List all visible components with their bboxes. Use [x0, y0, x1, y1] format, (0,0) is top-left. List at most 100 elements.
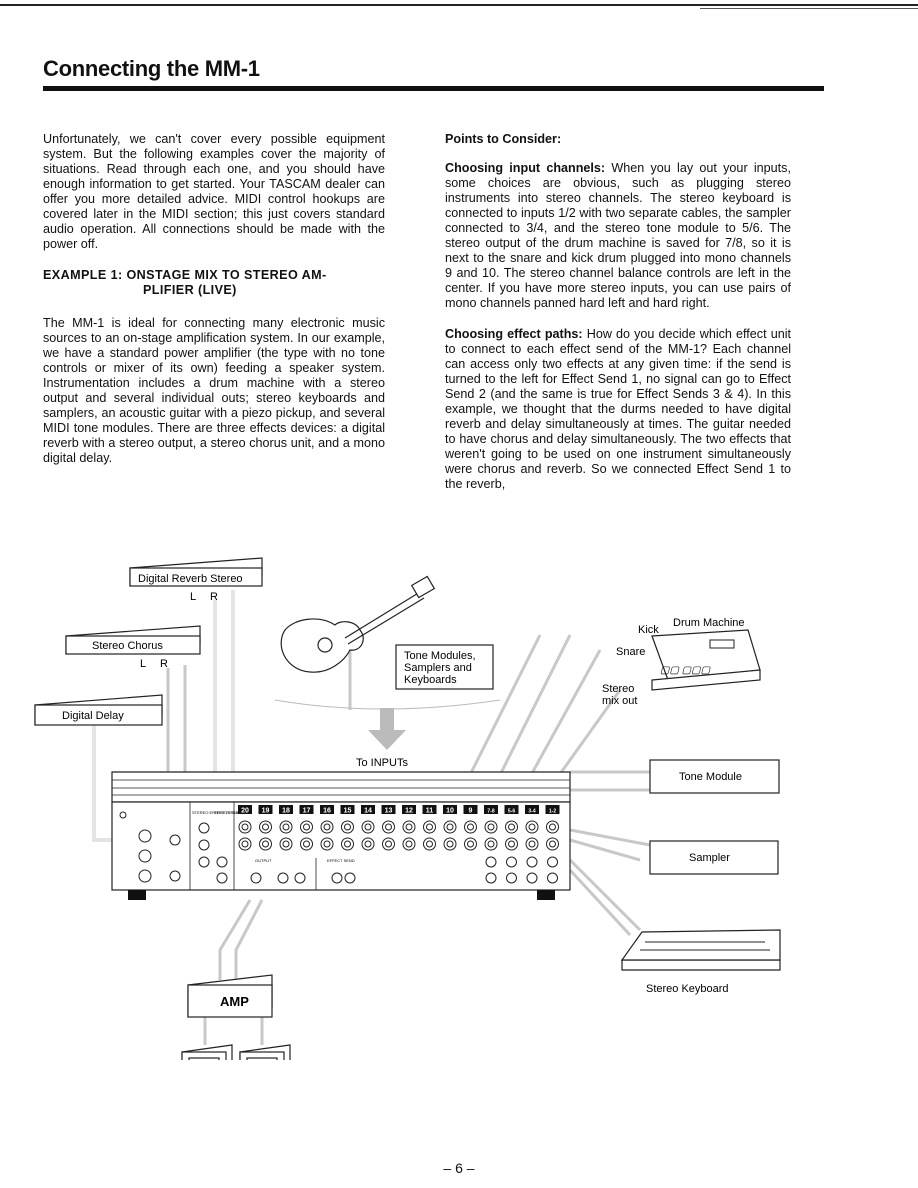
top-rule [0, 4, 918, 6]
amp-label: AMP [220, 994, 249, 1009]
channel-input-jack[interactable] [443, 820, 457, 834]
channel-input-jack[interactable] [525, 820, 539, 834]
stereo-channel-jack[interactable] [526, 872, 538, 884]
channel-number-badge [258, 805, 273, 814]
channel-input-jack[interactable] [505, 820, 518, 834]
channel-input-jack-inner [385, 840, 392, 848]
channel-number-label: 20 [241, 808, 249, 815]
chorus-left-label: L [140, 658, 146, 670]
channel-number-label: 10 [446, 808, 454, 815]
channel-input-jack-inner [385, 823, 392, 831]
kick-label: Kick [638, 624, 659, 636]
top-rule-secondary [700, 8, 918, 9]
stereo-channel-jack[interactable] [547, 872, 558, 884]
channel-input-jack[interactable] [382, 820, 395, 834]
channel-input-jack[interactable] [238, 837, 252, 851]
channel-input-jack[interactable] [320, 820, 334, 834]
channel-input-jack-inner [344, 840, 351, 848]
input-channels-lead: Choosing input channels: [445, 161, 606, 175]
tone-modules-line-3: Keyboards [404, 674, 457, 686]
reverb-left-label: L [190, 591, 196, 603]
page-title: Connecting the MM-1 [43, 56, 260, 81]
channel-input-jack[interactable] [505, 837, 518, 851]
chorus-right-label: R [160, 658, 168, 670]
stereo-channel-jack[interactable] [485, 872, 497, 884]
sampler-box: Sampler [649, 840, 779, 875]
digital-delay-label: Digital Delay [62, 710, 124, 722]
channel-input-jack[interactable] [484, 820, 498, 834]
stereo-effect-returns-label: STEREO EFFECT RETURNS [192, 810, 246, 815]
channel-number-badge [279, 805, 293, 814]
channel-input-jack[interactable] [546, 837, 559, 851]
stereo-channel-jack[interactable] [506, 872, 517, 884]
channel-input-jack[interactable] [361, 837, 375, 851]
channel-number-label: 11 [426, 808, 434, 815]
channel-input-jack-inner [487, 840, 495, 848]
mm1-mixer-panel: STEREO EFFECT RETURNS EFFECT SENDS OUTPU… [111, 771, 571, 900]
channel-input-jack-inner [405, 840, 413, 848]
channel-input-jack-inner [467, 840, 474, 848]
channel-input-jack[interactable] [423, 820, 436, 834]
channel-input-jack[interactable] [464, 837, 477, 851]
channel-input-jack-inner [528, 823, 536, 831]
channel-number-badge [299, 805, 314, 814]
channel-number-badge [443, 805, 457, 814]
channel-input-jack[interactable] [279, 820, 293, 834]
channel-input-jack[interactable] [423, 837, 436, 851]
channel-input-jack[interactable] [300, 820, 313, 834]
acoustic-guitar-icon [280, 575, 436, 673]
stereo-channel-jack[interactable] [547, 856, 558, 868]
effect-sends-label: EFFECT SENDS [214, 810, 245, 815]
input-channels-paragraph: Choosing input channels: When you lay ou… [445, 161, 791, 311]
drum-machine-unit: ▢▢ ▢▢▢ Drum Machine Kick Snare Stereo mi… [602, 617, 761, 707]
channel-input-jack[interactable] [341, 837, 354, 851]
channel-input-jack-inner [528, 840, 536, 848]
channel-input-jack[interactable] [259, 837, 272, 851]
channel-input-jack-inner [262, 823, 269, 831]
stereo-keyboard-label: Stereo Keyboard [646, 983, 729, 995]
channel-input-jack-inner [508, 840, 515, 848]
channel-input-jack[interactable] [402, 820, 416, 834]
channel-input-jack[interactable] [464, 820, 477, 834]
left-panel-jacks [119, 811, 356, 884]
example-body: The MM-1 is ideal for connecting many el… [43, 316, 385, 465]
effect-send-label: EFFECT SEND [327, 858, 355, 863]
channel-input-jack-inner [323, 823, 331, 831]
channel-input-jack[interactable] [238, 820, 252, 834]
channel-input-jack[interactable] [382, 837, 395, 851]
channel-input-jack[interactable] [546, 820, 559, 834]
effect-paths-lead: Choosing effect paths: [445, 327, 583, 341]
channel-input-jack-inner [426, 823, 433, 831]
channel-input-jack[interactable] [361, 820, 375, 834]
channel-number-label: 3-4 [528, 809, 535, 815]
channel-input-jack[interactable] [484, 837, 498, 851]
channel-input-jack[interactable] [259, 820, 272, 834]
channel-number-label: 7-8 [487, 809, 494, 815]
channel-input-jack[interactable] [341, 820, 354, 834]
stereo-mix-out-line-2: mix out [602, 695, 637, 707]
channel-number-label: 1-2 [549, 809, 556, 815]
channel-number-badge [238, 805, 252, 814]
channel-input-jack-inner [487, 823, 495, 831]
tone-modules-line-2: Samplers and [404, 662, 472, 674]
channel-input-jack[interactable] [525, 837, 539, 851]
reverb-right-label: R [210, 591, 218, 603]
stereo-channel-jack[interactable] [506, 856, 517, 868]
stereo-channel-jack[interactable] [485, 856, 497, 868]
channel-input-jack-inner [508, 823, 515, 831]
digital-reverb-unit: Digital Reverb Stereo L R [129, 557, 263, 603]
stereo-channel-jack[interactable] [526, 856, 538, 868]
channel-number-label: 17 [303, 808, 311, 815]
channel-number-badge [463, 805, 478, 814]
tone-modules-line-1: Tone Modules, [404, 650, 476, 662]
channel-input-jack[interactable] [443, 837, 457, 851]
channel-input-jack[interactable] [402, 837, 416, 851]
channel-input-jack[interactable] [279, 837, 293, 851]
example-heading-line-2: PLIFIER (LIVE) [143, 283, 237, 297]
stereo-chorus-label: Stereo Chorus [92, 640, 163, 652]
channel-input-jack[interactable] [320, 837, 334, 851]
right-column: Points to Consider: Choosing input chann… [445, 132, 791, 508]
to-inputs-label: To INPUTs [356, 757, 408, 769]
channel-input-jack[interactable] [300, 837, 313, 851]
channel-input-jack-inner [446, 823, 454, 831]
